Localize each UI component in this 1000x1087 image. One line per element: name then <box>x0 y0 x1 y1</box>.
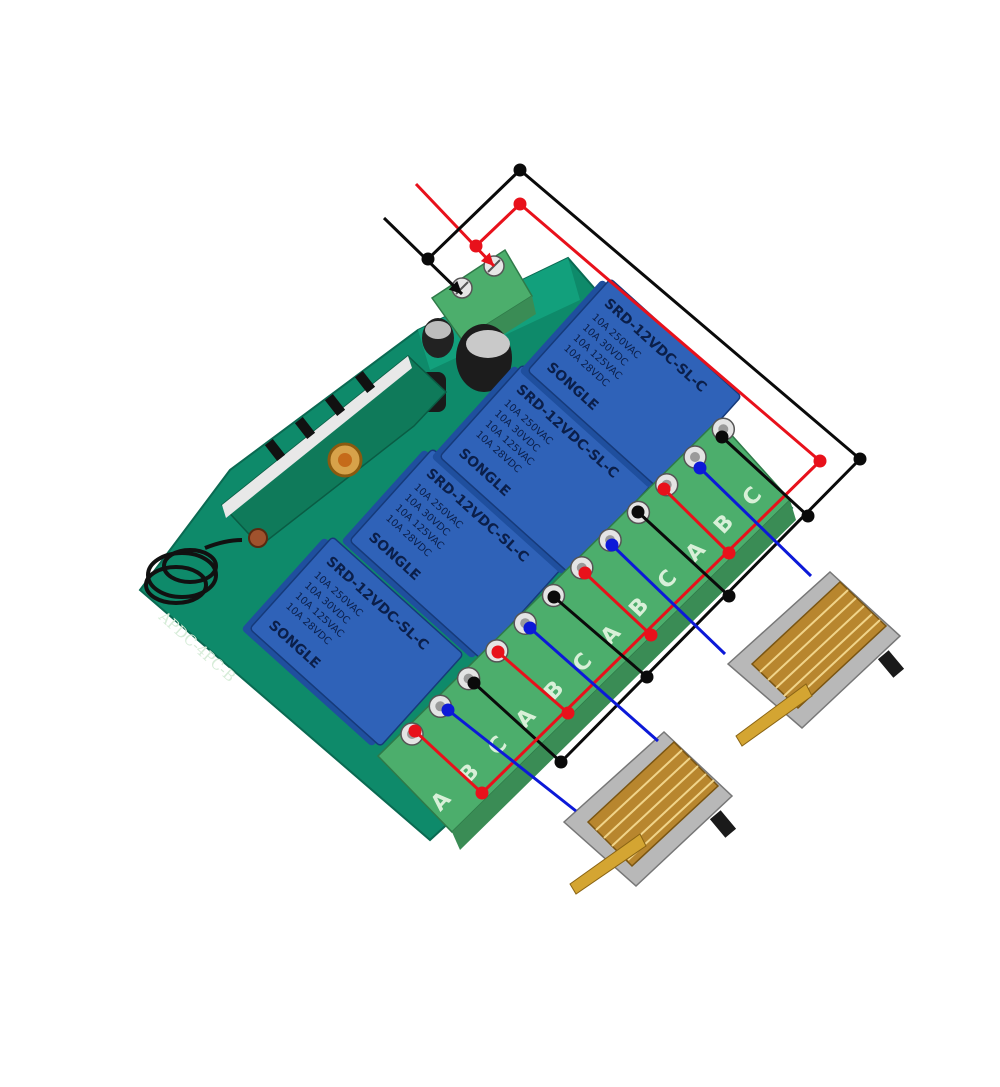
power-input-positive-wire <box>414 182 496 268</box>
positive-junction-dot <box>475 786 489 800</box>
positive-branch-2 <box>583 571 653 637</box>
negative-branch-4 <box>720 435 810 518</box>
receiver-module <box>220 355 448 548</box>
capacitors <box>420 318 512 412</box>
positive-junction-dot <box>408 724 422 738</box>
negative-junction-dot <box>467 676 481 690</box>
motor-left-wire-2 <box>529 626 659 743</box>
negative-branch-3 <box>636 510 731 598</box>
positive-junction-dot <box>491 645 505 659</box>
negative-junction-dot <box>421 252 435 266</box>
negative-junction-dot <box>801 509 815 523</box>
motor-right-wire-1 <box>610 543 727 656</box>
positive-junction-dot <box>722 546 736 560</box>
positive-branch-4 <box>662 487 731 555</box>
negative-junction-dot <box>715 430 729 444</box>
motor-right <box>726 570 905 747</box>
positive-junction-dot <box>469 239 483 253</box>
motor-left <box>562 730 737 895</box>
motor-junction-dot <box>693 461 707 475</box>
power-input-negative-wire-arrowhead <box>448 280 462 294</box>
antenna-coil <box>144 538 243 605</box>
motor-junction-dot <box>441 703 455 717</box>
motor-junction-dot <box>523 621 537 635</box>
positive-branch-1 <box>497 650 569 715</box>
positive-junction-dot <box>657 482 671 496</box>
negative-junction-dot <box>547 590 561 604</box>
motor-right-wire-2 <box>698 466 813 578</box>
negative-junction-dot <box>631 505 645 519</box>
positive-junction-dot <box>513 197 527 211</box>
positive-junction-dot <box>813 454 827 468</box>
negative-junction-dot <box>853 452 867 466</box>
negative-junction-dot <box>640 670 654 684</box>
negative-junction-dot <box>513 163 527 177</box>
motor-left-wire-1 <box>447 708 577 813</box>
positive-junction-dot <box>644 628 658 642</box>
motor-junction-dot <box>605 538 619 552</box>
positive-junction-dot <box>561 706 575 720</box>
negative-junction-dot <box>554 755 568 769</box>
wiring <box>382 163 867 813</box>
power-input-positive-wire-arrowhead <box>480 252 494 266</box>
negative-junction-dot <box>722 589 736 603</box>
positive-junction-dot <box>578 566 592 580</box>
negative-branch-2 <box>553 595 648 679</box>
